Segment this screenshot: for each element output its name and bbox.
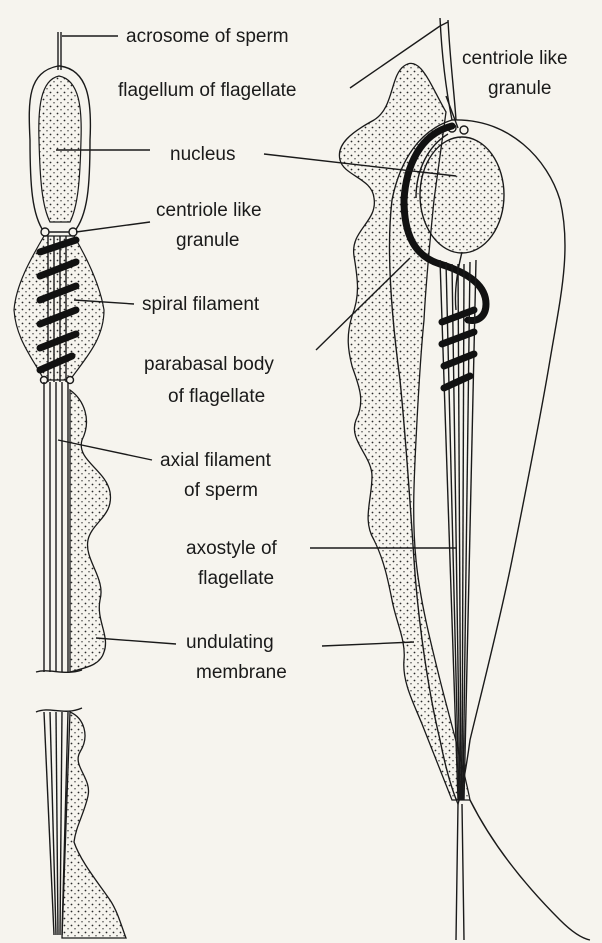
flagellate-figure — [339, 18, 590, 940]
label-parabasal-line2: of flagellate — [168, 386, 265, 407]
leader-centriole-left — [76, 222, 150, 232]
label-axostyle-line1: axostyle of — [186, 538, 278, 559]
sperm-undulating-membrane-upper — [70, 390, 110, 672]
flagellate-tail — [456, 804, 464, 940]
label-centriole-left-line2: granule — [176, 230, 239, 251]
sperm-centriole-granule-left — [41, 228, 49, 236]
label-axostyle-line2: flagellate — [198, 568, 274, 589]
label-parabasal-line1: parabasal body — [144, 354, 274, 375]
label-centriole-right-line1: centriole like — [462, 48, 568, 69]
label-undulating-line2: membrane — [196, 662, 287, 683]
sperm-tail-upper — [44, 382, 68, 672]
flagellate-nucleus — [420, 137, 504, 253]
label-flagellum: flagellum of flagellate — [118, 80, 297, 101]
sperm-centriole-granule-right — [69, 228, 77, 236]
label-axial-line2: of sperm — [184, 480, 258, 501]
sperm-nucleus — [39, 76, 81, 222]
flagellate-centriole-granule-2 — [460, 126, 468, 134]
label-axial-line1: axial filament — [160, 450, 272, 471]
label-undulating-line1: undulating — [186, 632, 274, 653]
sperm-undulating-membrane-lower — [62, 712, 126, 938]
label-centriole-left-line1: centriole like — [156, 200, 262, 221]
label-nucleus: nucleus — [170, 144, 236, 165]
label-spiral-filament: spiral filament — [142, 294, 260, 315]
label-acrosome: acrosome of sperm — [126, 26, 289, 47]
sperm-figure — [14, 32, 126, 938]
label-centriole-right-line2: granule — [488, 78, 551, 99]
